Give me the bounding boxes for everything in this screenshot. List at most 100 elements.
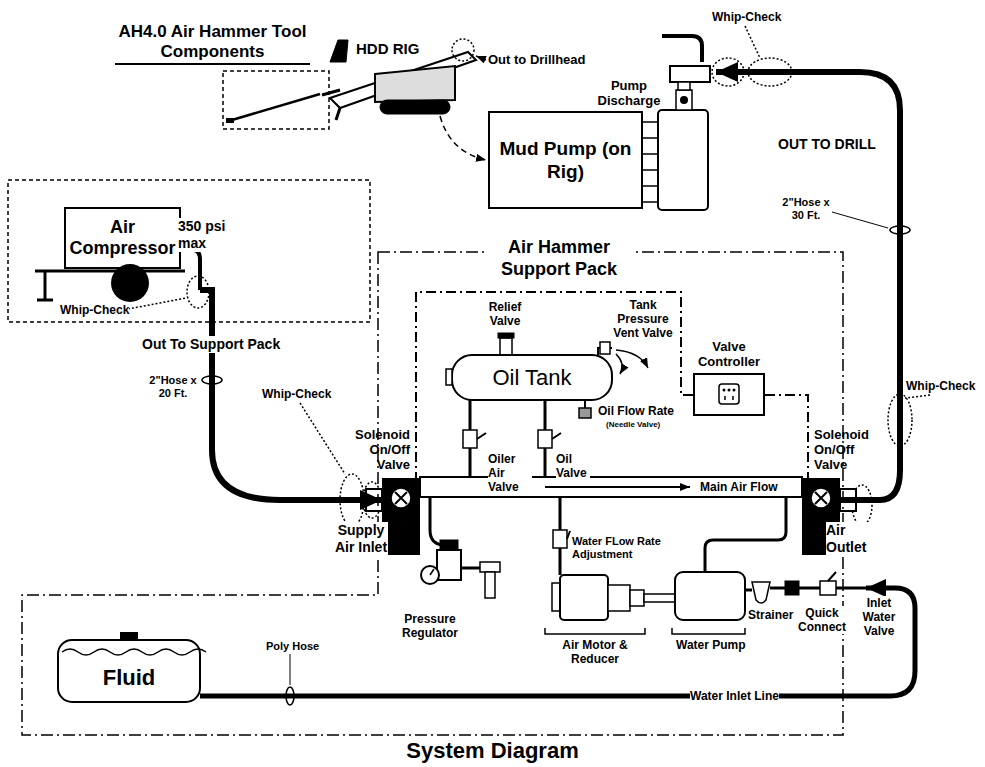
air-compressor-shape [111, 264, 149, 302]
control-wire [765, 395, 808, 478]
part-label: Whip-Check [906, 379, 975, 393]
water-pump-assembly [644, 594, 675, 602]
solenoid-valve-shape [395, 492, 407, 504]
hose-label: OUT TO DRILL [776, 136, 878, 153]
support-pack-region-shape [22, 252, 843, 735]
oil-lines [584, 400, 586, 408]
hdd-rig [452, 39, 474, 61]
part-label: HDD RIG [356, 40, 419, 58]
tool-components-box-shape [223, 71, 329, 129]
water-inlet-hose [200, 588, 915, 696]
part-label: Water Inlet Line [690, 689, 779, 703]
water-pump-assembly [820, 581, 836, 595]
valve-controller-shape [725, 396, 733, 400]
air-manifold [420, 477, 802, 497]
hdd-rig [330, 40, 348, 62]
whip-check [745, 26, 760, 58]
part-label: Strainer [748, 608, 793, 622]
part-label: Out to Drillhead [488, 52, 586, 67]
water-pump-assembly [480, 562, 500, 572]
part-label: Tank Pressure Vent Valve [612, 298, 674, 340]
hose-marks [832, 212, 888, 228]
valve-controller-shape [723, 389, 726, 392]
part-label: Air Motor & Reducer [545, 638, 645, 666]
mud-pump-shape [658, 110, 708, 210]
part-label: Water Pump [676, 638, 746, 652]
water-pump-assembly [545, 628, 745, 634]
mud-pump-shape [678, 82, 690, 90]
hdd-rig [336, 108, 340, 120]
solenoid-valve-shape [391, 488, 411, 508]
tool-components-box-shape [222, 70, 330, 130]
water-pump-assembly [461, 567, 482, 570]
water-pump-assembly [440, 540, 458, 550]
water-pump-assembly [421, 497, 866, 634]
fluid-tank-shape [120, 632, 138, 640]
hdd-rig [662, 36, 702, 62]
air-hose [716, 72, 900, 500]
tool-components-box-shape [232, 94, 320, 120]
water-pump-assembly [553, 530, 567, 548]
water-pump-assembly [430, 569, 434, 575]
water-pump-assembly [828, 572, 836, 581]
hdd-rig [322, 90, 340, 95]
air-compressor: Air Compressor [35, 205, 200, 302]
mud-pump-shape [670, 66, 710, 82]
tool-components-box: AH4.0 Air Hammer Tool Components [222, 70, 330, 130]
fluid-tank-shape [62, 649, 206, 655]
node-text: Mud Pump (on Rig) [489, 112, 642, 208]
water-pump-assembly [485, 572, 495, 598]
water-pump-assembly [745, 589, 752, 592]
valve-controller-shape [719, 384, 739, 404]
water-pump-assembly [430, 497, 445, 545]
part-label: Main Air Flow [700, 480, 778, 494]
air-hose [200, 290, 382, 500]
part-label: Whip-Check [712, 10, 781, 24]
water-pump-assembly [552, 583, 560, 611]
part-label: Relief Valve [478, 300, 532, 328]
oil-lines [477, 433, 486, 439]
hose-marks [202, 212, 910, 705]
water-pump-assembly [675, 572, 745, 620]
solenoid-valve-shape [815, 492, 827, 504]
water-pump-assembly [421, 566, 439, 584]
valve-controller: Valve Controller [693, 373, 765, 416]
fluid-tank-shape [58, 640, 200, 702]
part-label: Pressure Regulator [392, 612, 468, 640]
part-label: 350 psi max [178, 218, 233, 252]
valve-controller-shape [728, 389, 731, 392]
air-compressor-shape [37, 299, 53, 302]
oil-tank: Oil Tank [452, 355, 612, 400]
part-label: Oil Valve [556, 452, 590, 480]
air-compressor-shape [65, 208, 180, 268]
air-compressor-shape [35, 270, 185, 273]
hdd-rig [476, 56, 486, 60]
air-manifold [366, 477, 856, 511]
node-heading: AH4.0 Air Hammer Tool Components [115, 22, 310, 62]
part-label: (Needle Valve) [606, 420, 660, 429]
whip-check [300, 26, 930, 526]
hose-label: Out To Support Pack [140, 336, 282, 353]
oil-tank-shape [452, 355, 612, 400]
node-heading: Solenoid On/Off Valve [814, 427, 880, 472]
node-heading: Valve Controller [689, 339, 769, 369]
hdd-rig [375, 66, 455, 102]
node-text: Fluid [58, 654, 200, 702]
hdd-rig [440, 116, 486, 160]
water-pump-assembly [608, 585, 630, 611]
oil-lines [579, 408, 591, 418]
part-label: 2"Hose x 30 Ft. [782, 196, 830, 222]
hdd-rig [115, 63, 310, 65]
air-compressor-shape [180, 250, 200, 290]
diagram-caption: System Diagram [0, 738, 985, 764]
whip-check [905, 395, 930, 398]
part-label: Supply Air Inlet [334, 522, 388, 556]
part-label: Oil Flow Rate [598, 404, 674, 418]
water-pump-assembly [630, 590, 644, 606]
whip-check [300, 403, 345, 474]
valve-controller-shape [694, 374, 764, 415]
water-pump-assembly [752, 582, 770, 603]
compressor-frame [8, 180, 370, 322]
oil-lines [616, 354, 622, 374]
fluid-tank: Fluid [58, 640, 200, 702]
